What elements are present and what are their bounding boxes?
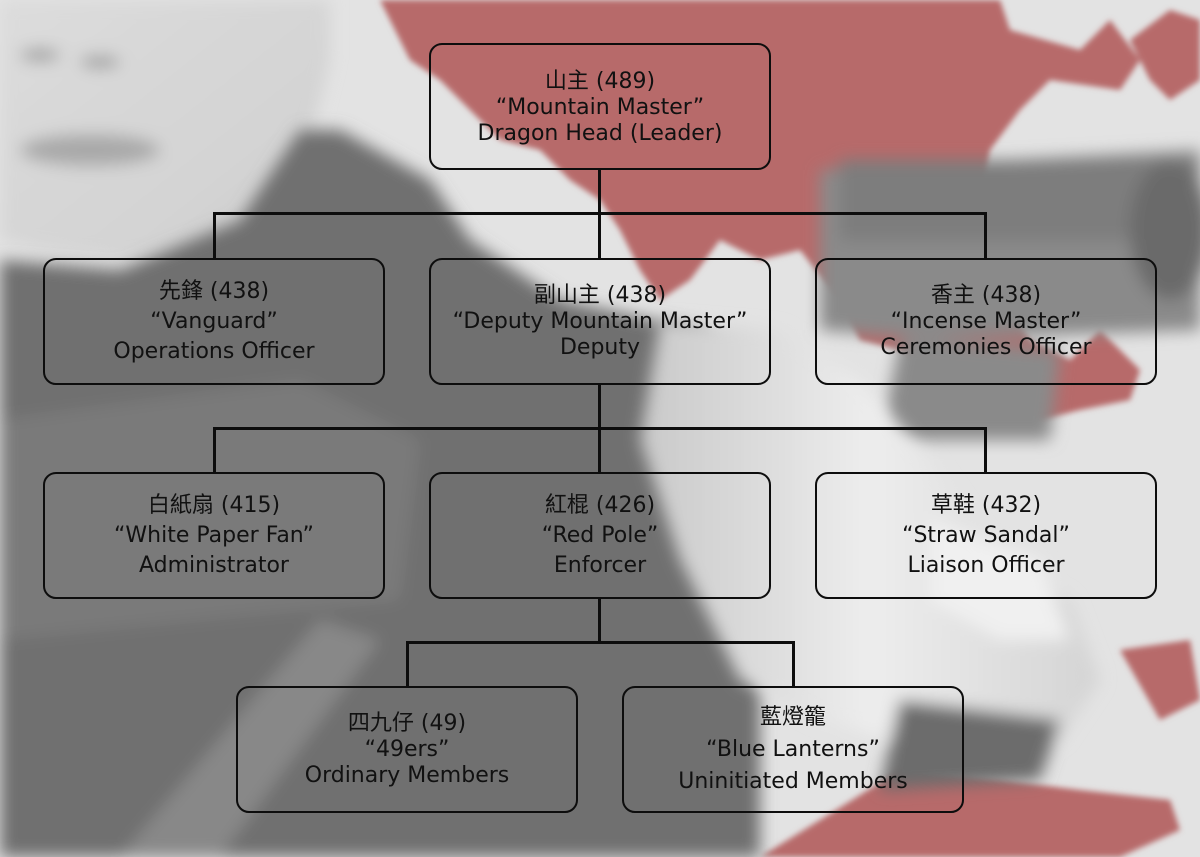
chinese-title: 香主	[930, 282, 975, 308]
chinese-title: 紅棍	[544, 492, 589, 518]
node-title-line: 紅棍 (426)	[545, 493, 655, 519]
number-code: (415)	[220, 492, 281, 518]
node-incense-master: 香主 (438) “Incense Master” Ceremonies Off…	[815, 258, 1157, 385]
nickname: “Straw Sandal”	[902, 522, 1070, 548]
node-title-line: 四九仔 (49)	[348, 711, 466, 737]
number-code: (432)	[981, 492, 1042, 518]
connector-line	[598, 384, 601, 430]
role: Administrator	[139, 552, 289, 578]
node-title-line: 白紙扇 (415)	[148, 493, 280, 519]
connector-line	[598, 427, 601, 474]
connector-line	[984, 427, 987, 474]
nickname: “White Paper Fan”	[114, 522, 314, 548]
node-title-line: 藍燈籠	[760, 705, 826, 731]
nickname: “49ers”	[364, 736, 450, 762]
number-code: (438)	[606, 282, 667, 308]
chinese-title: 山主	[544, 68, 589, 94]
node-title-line: 香主 (438)	[931, 283, 1041, 309]
nickname: “Incense Master”	[890, 308, 1082, 334]
role: Liaison Officer	[907, 552, 1065, 578]
number-code: (438)	[981, 282, 1042, 308]
chinese-title: 副山主	[533, 282, 600, 308]
node-title-line: 山主 (489)	[545, 69, 655, 95]
role: Uninitiated Members	[678, 768, 908, 794]
role: Ordinary Members	[304, 762, 510, 788]
number-code: (489)	[595, 68, 656, 94]
node-red-pole: 紅棍 (426) “Red Pole” Enforcer	[429, 472, 771, 599]
chinese-title: 藍燈籠	[759, 704, 826, 730]
nickname: “Red Pole”	[541, 522, 659, 548]
role: Operations Officer	[113, 338, 315, 364]
connector-line	[406, 641, 409, 687]
node-mountain-master: 山主 (489) “Mountain Master” Dragon Head (…	[429, 43, 771, 170]
node-title-line: 先鋒 (438)	[159, 279, 269, 305]
nickname: “Blue Lanterns”	[706, 736, 880, 762]
role: Dragon Head (Leader)	[477, 120, 723, 146]
role: Ceremonies Officer	[880, 334, 1092, 360]
node-title-line: 草鞋 (432)	[931, 493, 1041, 519]
chinese-title: 先鋒	[158, 278, 203, 304]
number-code: (438)	[209, 278, 270, 304]
node-straw-sandal: 草鞋 (432) “Straw Sandal” Liaison Officer	[815, 472, 1157, 599]
connector-line	[406, 641, 794, 644]
node-deputy-mountain-master: 副山主 (438) “Deputy Mountain Master” Deput…	[429, 258, 771, 385]
connector-line	[792, 641, 795, 687]
number-code: (426)	[595, 492, 656, 518]
node-vanguard: 先鋒 (438) “Vanguard” Operations Officer	[43, 258, 385, 385]
connector-line	[213, 212, 216, 259]
role: Deputy	[559, 334, 641, 360]
connector-line	[213, 427, 216, 474]
nickname: “Mountain Master”	[495, 94, 705, 120]
role: Enforcer	[553, 552, 647, 578]
node-title-line: 副山主 (438)	[534, 283, 666, 309]
connector-line	[598, 598, 601, 644]
connector-line	[598, 212, 601, 259]
chinese-title: 白紙扇	[147, 492, 214, 518]
chinese-title: 草鞋	[930, 492, 975, 518]
nickname: “Vanguard”	[150, 308, 278, 334]
node-49ers: 四九仔 (49) “49ers” Ordinary Members	[236, 686, 578, 813]
nickname: “Deputy Mountain Master”	[452, 308, 748, 334]
connector-line	[598, 170, 601, 214]
number-code: (49)	[420, 710, 467, 736]
chinese-title: 四九仔	[347, 710, 414, 736]
node-white-paper-fan: 白紙扇 (415) “White Paper Fan” Administrato…	[43, 472, 385, 599]
node-blue-lanterns: 藍燈籠 “Blue Lanterns” Uninitiated Members	[622, 686, 964, 813]
connector-line	[984, 212, 987, 259]
